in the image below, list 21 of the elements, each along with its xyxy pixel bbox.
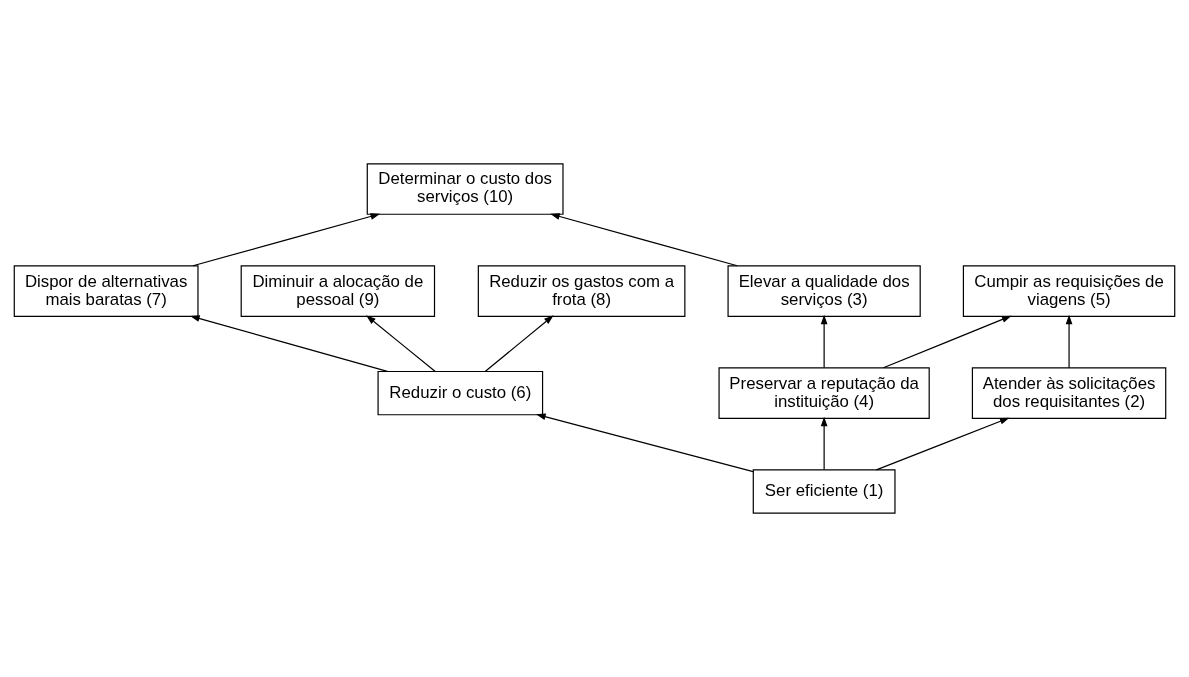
arrow bbox=[820, 416, 828, 471]
arrow bbox=[550, 213, 738, 267]
node-box: Diminuir a alocação de pessoal (9) bbox=[240, 265, 436, 317]
node-box: Atender às solicitações dos requisitantes (2) bbox=[971, 367, 1167, 419]
arrow bbox=[192, 213, 381, 267]
node-box: Determinar o custo dos serviços (10) bbox=[366, 163, 564, 215]
arrow bbox=[1065, 314, 1073, 369]
node-box: Ser eficiente (1) bbox=[752, 469, 896, 514]
arrow bbox=[875, 417, 1010, 471]
arrow bbox=[536, 413, 754, 473]
arrow bbox=[484, 315, 554, 372]
arrow bbox=[190, 315, 388, 372]
node-box: Cumpir as requisições de viagens (5) bbox=[962, 265, 1176, 317]
arrow bbox=[882, 315, 1012, 369]
node-box: Reduzir os gastos com a frota (8) bbox=[477, 265, 686, 317]
node-box: Reduzir o custo (6) bbox=[377, 370, 544, 416]
arrow bbox=[366, 315, 436, 372]
arrow bbox=[820, 314, 828, 369]
node-box: Dispor de alternativas mais baratas (7) bbox=[13, 265, 199, 317]
node-box: Elevar a qualidade dos serviços (3) bbox=[727, 265, 921, 317]
node-box: Preservar a reputação da instituição (4) bbox=[718, 367, 930, 419]
